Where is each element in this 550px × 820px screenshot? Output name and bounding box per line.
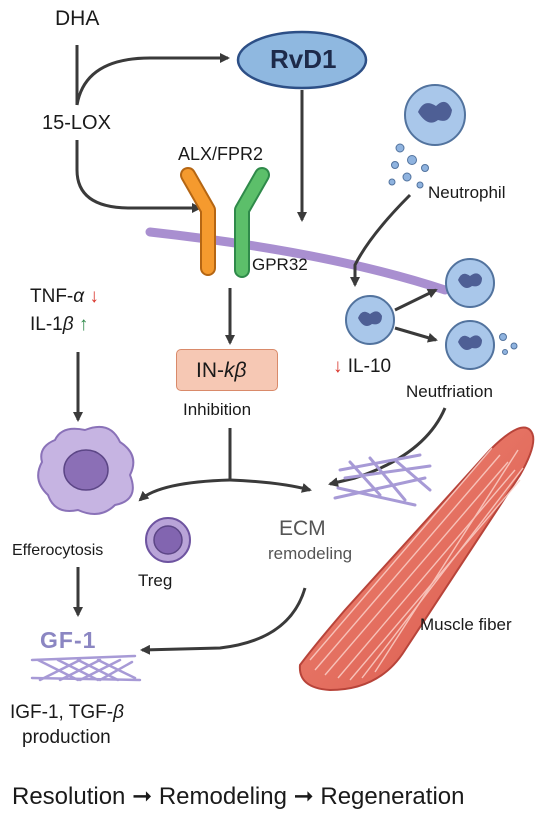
inkb-box (176, 349, 278, 391)
arrow-dha-rvd1 (75, 53, 230, 106)
il1-symbol: β (62, 314, 74, 335)
ecm-fibers (333, 453, 432, 507)
pathway-summary: Resolution ➞ Remodeling ➞ Regeneration (12, 783, 465, 810)
ecm-label: ECM (279, 517, 326, 540)
dha-label: DHA (55, 7, 100, 30)
tnf-down-arrow-icon: ↓ (89, 286, 99, 307)
inkb-prefix: IN- (196, 359, 224, 382)
alx-fpr2-label: ALX/FPR2 (178, 144, 264, 164)
remodeling-label: remodeling (268, 544, 353, 563)
inkb-symbol: kβ (224, 359, 247, 382)
arrow-lox-receptor (75, 140, 202, 213)
neutrophil-cell (404, 84, 466, 146)
arrow-ecm-gf (140, 587, 307, 655)
tnf-label: TNF- (30, 286, 74, 307)
efferocytosis-label: Efferocytosis (12, 542, 104, 559)
rvd1-label: RvD1 (270, 44, 337, 74)
neutfriation-label: Neutfriation (406, 382, 493, 401)
arrow-neutrophil-neutfriation (350, 193, 412, 287)
neutrophil-granules (388, 143, 429, 189)
il10-row: ↓ IL-10 (333, 357, 391, 376)
cell-membrane (145, 227, 450, 295)
muscle-fiber-label: Muscle fiber (420, 615, 512, 634)
lox-label: 15-LOX (42, 112, 111, 134)
muscle-fiber (298, 426, 535, 692)
gf1-label: GF-1 (40, 627, 97, 653)
arrow-inhibition-ecm (229, 478, 312, 493)
igf-symbol: β (113, 702, 124, 723)
il1-label: IL-1 (30, 314, 63, 335)
il10-label: IL-10 (347, 356, 392, 377)
gf1-mesh (30, 654, 142, 682)
inkb-label: IN-kβ (196, 360, 247, 381)
igf-tgf-label: IGF-1, TGF-β (10, 703, 124, 722)
igf-prefix: IGF-1, TGF- (10, 702, 114, 723)
production-label: production (22, 727, 111, 748)
neutfriation-cell-left (345, 295, 395, 345)
il10-down-arrow-icon: ↓ (333, 356, 343, 377)
il1-up-arrow-icon: ↑ (78, 314, 89, 335)
neutfriation-cell-top (445, 258, 495, 308)
tnf-alpha-row: TNF-α ↓ (30, 287, 99, 306)
tnf-symbol: α (73, 286, 85, 307)
arrow-inhibition-treg (138, 478, 231, 502)
inhibition-label: Inhibition (183, 400, 252, 419)
neutrophil-label: Neutrophil (428, 183, 506, 202)
il1-beta-row: IL-1β ↑ (30, 315, 88, 334)
treg-label: Treg (138, 571, 173, 590)
gpr32-label: GPR32 (252, 255, 308, 274)
treg-cell (145, 517, 191, 563)
rvd1-ellipse (236, 30, 368, 90)
neutfriation-cell-bottom (445, 320, 495, 370)
